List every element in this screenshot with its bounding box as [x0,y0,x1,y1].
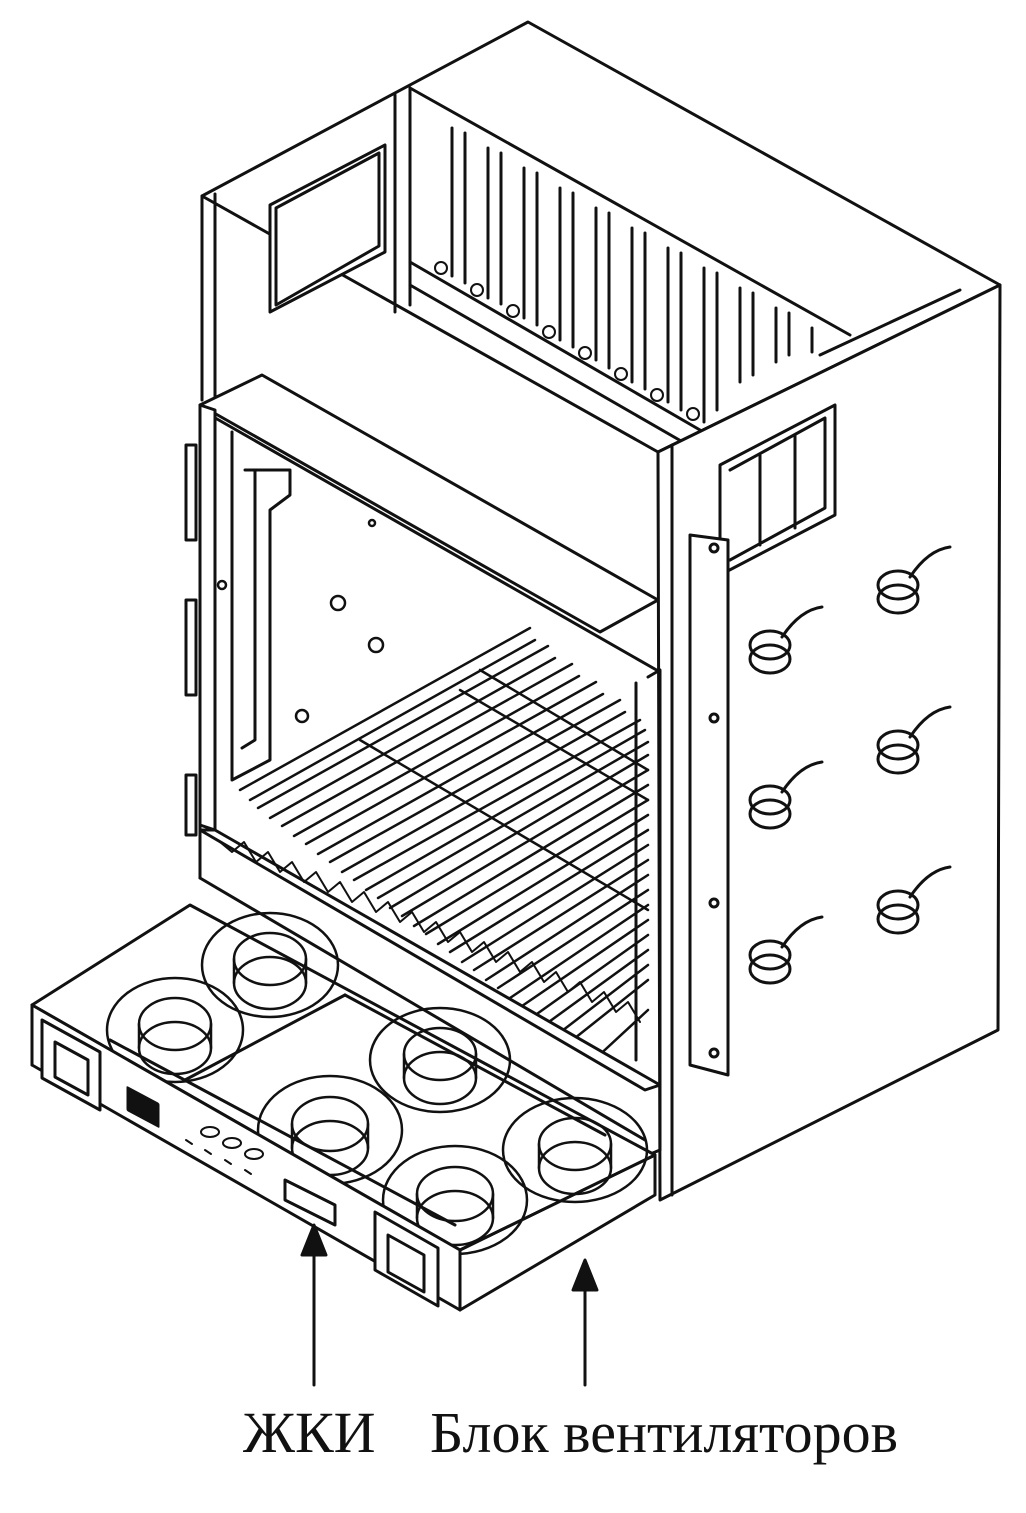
back-wall-screws [216,518,385,724]
fan [200,911,340,1019]
cable-clamp [748,605,824,675]
callout-arrows [300,1223,599,1387]
cable-clamp [876,545,952,615]
lcd-label: ЖКИ [243,1400,376,1465]
backplane-strip [219,841,641,1023]
cable-clamps [748,545,952,985]
main-chassis [184,373,662,1157]
upper-card-cage [200,20,1002,454]
slot-connectors [434,261,700,421]
fan [105,976,245,1084]
cable-clamp [748,915,824,985]
card-guides [238,626,650,1062]
fan-unit-arrowhead [571,1258,599,1292]
right-side-panel [656,283,1002,1202]
card-slot-dividers [450,126,814,424]
fan-tray [30,903,657,1312]
cable-clamp [876,705,952,775]
control-buttons [185,1126,264,1175]
brand-logo [126,1086,160,1128]
right-handle [373,1210,440,1308]
cable-clamp [876,865,952,935]
fan-unit-label: Блок вентиляторов [430,1400,898,1465]
lcd-arrowhead [300,1223,328,1257]
left-handle [40,1018,102,1112]
fan [381,1144,529,1256]
fan [368,1006,512,1114]
lcd-display [283,1178,337,1227]
cable-clamp [748,760,824,830]
